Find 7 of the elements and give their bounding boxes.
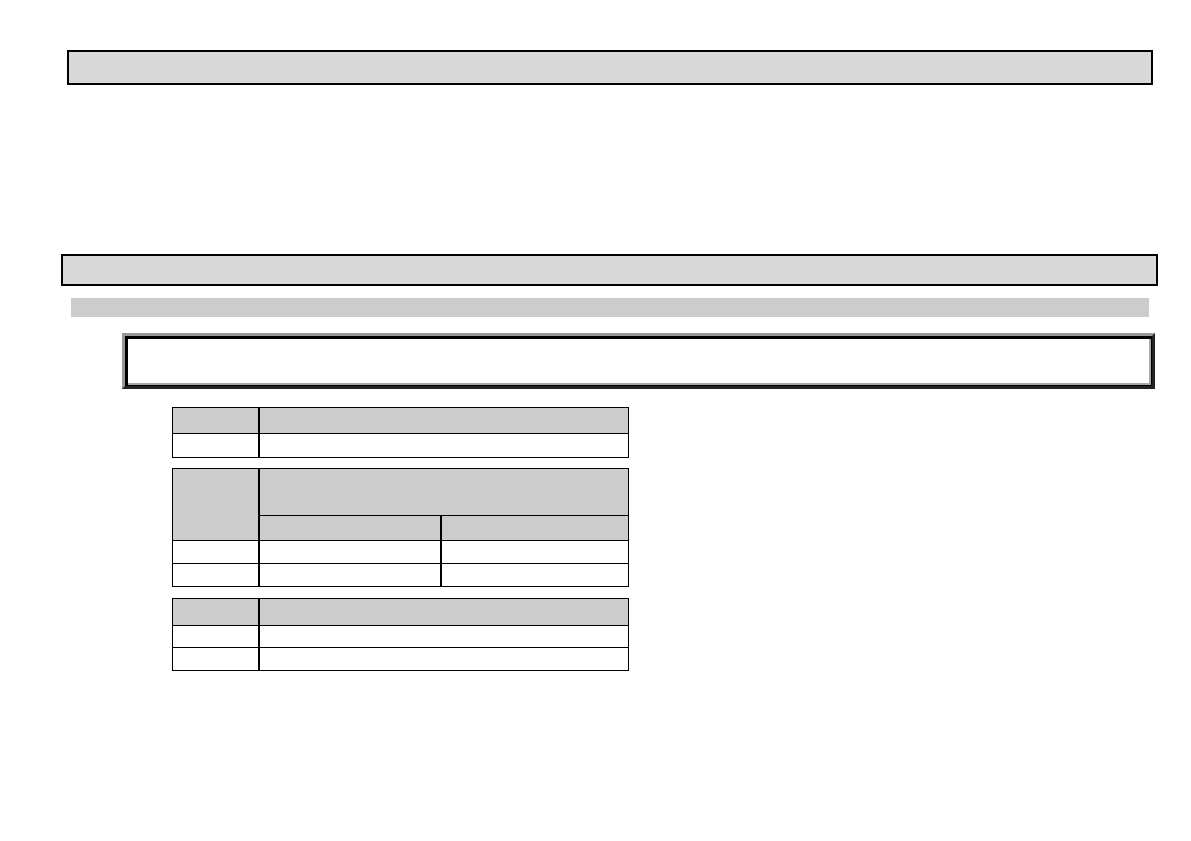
header-bar <box>67 50 1153 85</box>
framed-box <box>122 333 1155 389</box>
empty-table <box>172 598 628 670</box>
header-bar <box>61 254 1158 286</box>
empty-table <box>172 468 628 586</box>
subheader-bar <box>71 298 1149 317</box>
empty-table <box>172 407 628 457</box>
